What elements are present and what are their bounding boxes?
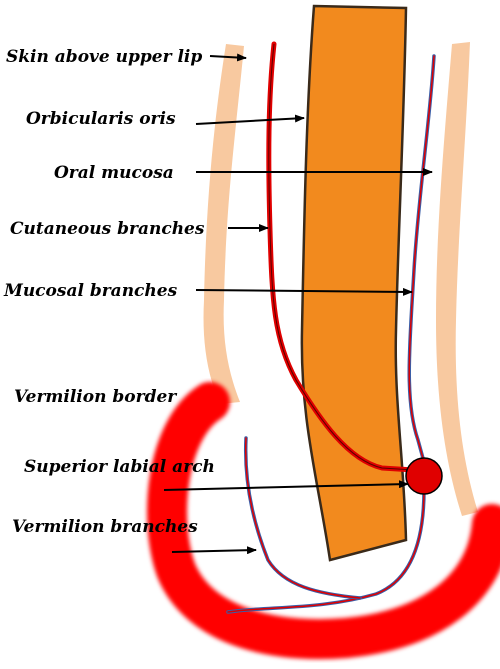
vermilion-branch-left-core [244, 437, 361, 599]
arrow-skin [209, 53, 247, 62]
oral-mucosa-skin-strip [436, 42, 478, 516]
arrow-vermilion-branches [171, 546, 257, 555]
label-vermilion-branches: Vermilion branches [12, 517, 198, 537]
arrow-labial-arch [163, 480, 409, 491]
label-vermilion-border: Vermilion border [14, 387, 177, 407]
mucosal-artery-core [408, 55, 435, 463]
skin-above-lip-strip [203, 44, 244, 404]
label-superior-labial-arch: Superior labial arch [24, 457, 215, 477]
mucosal-artery [407, 54, 436, 464]
orbicularis-oris-muscle [300, 4, 408, 562]
arrow-orbicularis [195, 114, 305, 125]
vermilion-band [147, 382, 500, 659]
label-oral-mucosa: Oral mucosa [54, 163, 174, 183]
label-mucosal-branches: Mucosal branches [3, 281, 178, 301]
label-cutaneous-branches: Cutaneous branches [10, 219, 205, 239]
label-orbicularis-oris: Orbicularis oris [26, 109, 176, 129]
vermilion-branch-main-core [227, 489, 425, 613]
superior-labial-arch-node [405, 457, 443, 495]
arrow-mucosal [195, 287, 413, 296]
cutaneous-artery-outline [268, 43, 415, 471]
label-skin-above-upper-lip: Skin above upper lip [6, 47, 202, 67]
